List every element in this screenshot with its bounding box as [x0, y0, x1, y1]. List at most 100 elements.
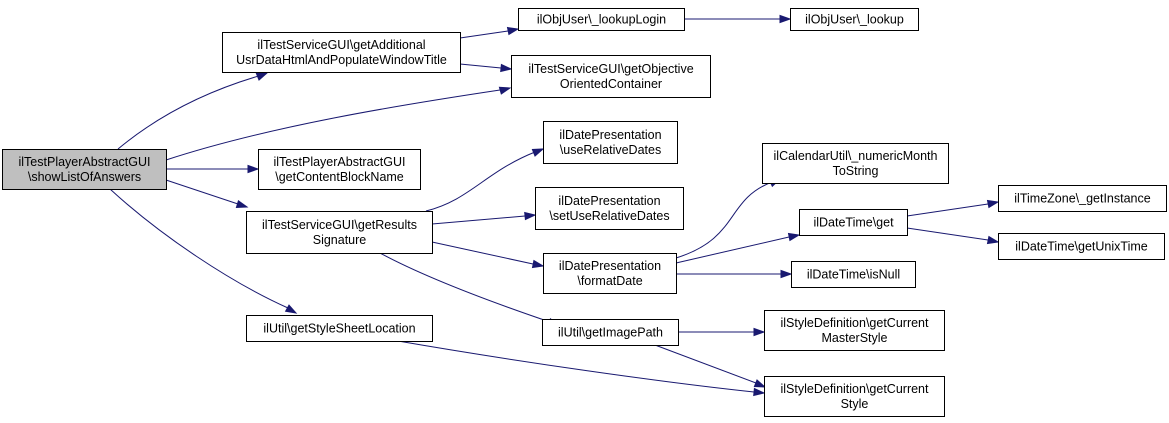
node-label: UsrDataHtmlAndPopulateWindowTitle — [236, 53, 447, 67]
arrowhead-icon — [255, 72, 269, 81]
edge-imagePath-to-masterStyle — [678, 327, 766, 337]
node-box — [2, 149, 167, 190]
edge-resultsSig-to-formatDate — [431, 241, 545, 269]
edge-styleSheet-to-currentStyle — [397, 340, 766, 397]
edge-line — [431, 215, 526, 225]
node-label: ilStyleDefinition\getCurrent — [781, 316, 930, 330]
node-label: ilTestServiceGUI\getResults — [262, 218, 417, 232]
node-label: ilUtil\getStyleSheetLocation — [263, 322, 415, 336]
edge-line — [397, 340, 755, 393]
edge-line — [675, 181, 773, 259]
node-contentBlock[interactable]: ilTestPlayerAbstractGUI\getContentBlockN… — [258, 149, 421, 190]
node-label: ilDatePresentation — [559, 259, 661, 273]
node-label: OrientedContainer — [560, 77, 662, 91]
arrowhead-icon — [531, 148, 545, 157]
arrowhead-icon — [780, 269, 793, 279]
arrowhead-icon — [284, 304, 298, 314]
node-dtGet[interactable]: ilDateTime\get — [799, 209, 908, 236]
arrowhead-icon — [753, 387, 766, 397]
node-label: Style — [841, 397, 869, 411]
edge-root-to-resultsSig — [165, 179, 249, 209]
arrowhead-icon — [524, 211, 537, 221]
edges — [109, 14, 1000, 397]
arrowhead-icon — [986, 235, 1000, 245]
edge-line — [117, 74, 263, 150]
node-root[interactable]: ilTestPlayerAbstractGUI\showListOfAnswer… — [2, 149, 167, 190]
node-styleSheet[interactable]: ilUtil\getStyleSheetLocation — [246, 315, 433, 342]
arrowhead-icon — [986, 199, 1000, 209]
edge-resultsSig-to-setUseRelDates — [431, 211, 537, 225]
node-label: ToString — [833, 164, 879, 178]
node-formatDate[interactable]: ilDatePresentation\formatDate — [543, 253, 677, 294]
node-box — [764, 310, 945, 351]
node-label: ilCalendarUtil\_numericMonth — [774, 149, 938, 163]
node-box — [542, 319, 679, 346]
node-label: ilObjUser\_lookupLogin — [537, 13, 666, 27]
edge-resultsSig-to-useRelDates — [425, 148, 545, 212]
edge-root-to-objective — [165, 86, 512, 161]
node-label: \formatDate — [577, 274, 642, 288]
node-unixTime[interactable]: ilDateTime\getUnixTime — [998, 233, 1165, 260]
node-box — [790, 8, 919, 31]
edge-line — [109, 188, 289, 309]
edge-dtGet-to-unixTime — [906, 227, 1000, 245]
node-box — [998, 185, 1167, 212]
node-label: ilTestServiceGUI\getAdditional — [257, 38, 425, 52]
edge-line — [459, 30, 509, 39]
arrowhead-icon — [235, 199, 249, 209]
edge-line — [654, 344, 757, 384]
node-objective[interactable]: ilTestServiceGUI\getObjectiveOrientedCon… — [511, 55, 711, 98]
edge-lookupLogin-to-lookup — [684, 14, 792, 24]
node-label: ilObjUser\_lookup — [805, 13, 904, 27]
edge-formatDate-to-isNull — [676, 269, 793, 279]
node-isNull[interactable]: ilDateTime\isNull — [791, 261, 916, 288]
arrowhead-icon — [753, 379, 767, 388]
node-label: ilTestPlayerAbstractGUI — [19, 155, 151, 169]
node-label: ilTestPlayerAbstractGUI — [274, 155, 406, 169]
node-box — [543, 253, 677, 294]
edge-line — [379, 252, 551, 323]
node-box — [246, 211, 433, 254]
node-label: ilDateTime\getUnixTime — [1015, 240, 1147, 254]
node-label: MasterStyle — [822, 331, 888, 345]
node-label: ilTestServiceGUI\getObjective — [528, 62, 693, 76]
node-label: ilDateTime\get — [813, 216, 894, 230]
node-box — [222, 32, 461, 73]
edge-dtGet-to-tzInstance — [906, 199, 1000, 217]
node-box — [535, 187, 684, 230]
edge-line — [165, 179, 239, 205]
arrowhead-icon — [787, 232, 801, 242]
node-label: ilTimeZone\_getInstance — [1014, 192, 1150, 206]
nodes: ilTestPlayerAbstractGUI\showListOfAnswer… — [2, 8, 1167, 417]
node-setUseRelDates[interactable]: ilDatePresentation\setUseRelativeDates — [535, 187, 684, 230]
node-box — [762, 143, 949, 184]
node-box — [543, 121, 678, 164]
node-label: \showListOfAnswers — [28, 170, 141, 184]
edge-line — [906, 203, 989, 217]
edge-line — [906, 227, 989, 241]
arrowhead-icon — [247, 164, 260, 174]
arrowhead-icon — [506, 26, 520, 36]
edge-formatDate-to-dtGet — [675, 232, 801, 264]
node-getAdditional[interactable]: ilTestServiceGUI\getAdditionalUsrDataHtm… — [222, 32, 461, 73]
node-useRelDates[interactable]: ilDatePresentation\useRelativeDates — [543, 121, 678, 164]
node-lookupLogin[interactable]: ilObjUser\_lookupLogin — [518, 8, 685, 31]
node-box — [258, 149, 421, 190]
arrowhead-icon — [779, 14, 792, 24]
node-box — [764, 376, 945, 417]
edge-formatDate-to-numericMonth — [675, 178, 782, 259]
node-lookup[interactable]: ilObjUser\_lookup — [790, 8, 919, 31]
edge-getAdditional-to-objective — [459, 63, 513, 73]
node-imagePath[interactable]: ilUtil\getImagePath — [542, 319, 679, 346]
edge-imagePath-to-currentStyle — [654, 344, 767, 388]
node-box — [511, 55, 711, 98]
node-tzInstance[interactable]: ilTimeZone\_getInstance — [998, 185, 1167, 212]
node-box — [246, 315, 433, 342]
node-label: \useRelativeDates — [560, 143, 661, 157]
edge-line — [675, 236, 790, 264]
